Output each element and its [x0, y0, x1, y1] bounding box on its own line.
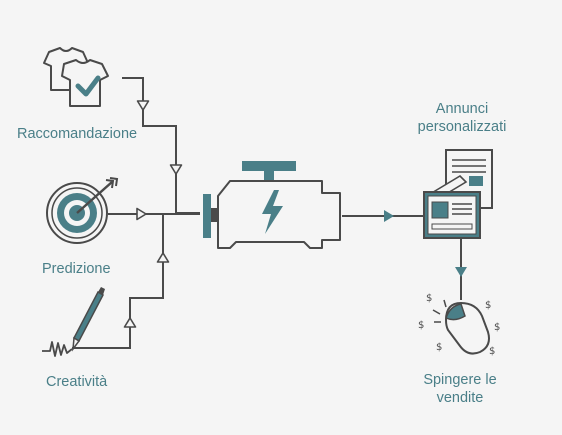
arrow-right-icon: [384, 210, 394, 222]
engine-lightning-icon: [203, 161, 341, 249]
svg-text:$: $: [436, 342, 442, 353]
label-raccomandazione: Raccomandazione: [17, 126, 138, 142]
arrow-up-icon: [156, 252, 170, 263]
connector-raccomandazione: [122, 77, 200, 214]
output-arrows: [384, 210, 467, 277]
arrow-right-icon: [136, 207, 147, 221]
target-arrow-icon: [46, 177, 119, 244]
arrow-down-icon: [455, 267, 467, 277]
label-annunci-line1: Annunci: [435, 101, 489, 117]
label-predizione: Predizione: [42, 261, 111, 277]
browser-ads-icon: [423, 149, 493, 239]
label-creativita: Creatività: [46, 374, 108, 390]
pencil-scribble-icon: [42, 287, 105, 357]
arrow-down-icon: [136, 100, 150, 111]
arrow-up-icon: [123, 317, 137, 328]
input-arrows: [123, 100, 183, 328]
label-spingere-line1: Spingere le: [423, 372, 497, 388]
mouse-dollar-icon: $ $ $ $ $ $: [418, 293, 500, 357]
label-spingere-line2: vendite: [436, 390, 484, 406]
label-spingere-le-vendite: Spingere le vendite: [410, 371, 510, 407]
svg-text:$: $: [485, 300, 491, 311]
dollar-signs: $ $ $ $ $ $: [418, 293, 500, 357]
tshirts-check-icon: [43, 47, 109, 107]
svg-text:$: $: [426, 293, 432, 304]
arrow-down-icon: [169, 164, 183, 175]
label-annunci-personalizzati: Annunci personalizzati: [400, 100, 524, 136]
svg-text:$: $: [489, 346, 495, 357]
connector-creativita: [72, 214, 164, 349]
label-annunci-line2: personalizzati: [417, 119, 507, 135]
svg-text:$: $: [494, 322, 500, 333]
svg-text:$: $: [418, 320, 424, 331]
